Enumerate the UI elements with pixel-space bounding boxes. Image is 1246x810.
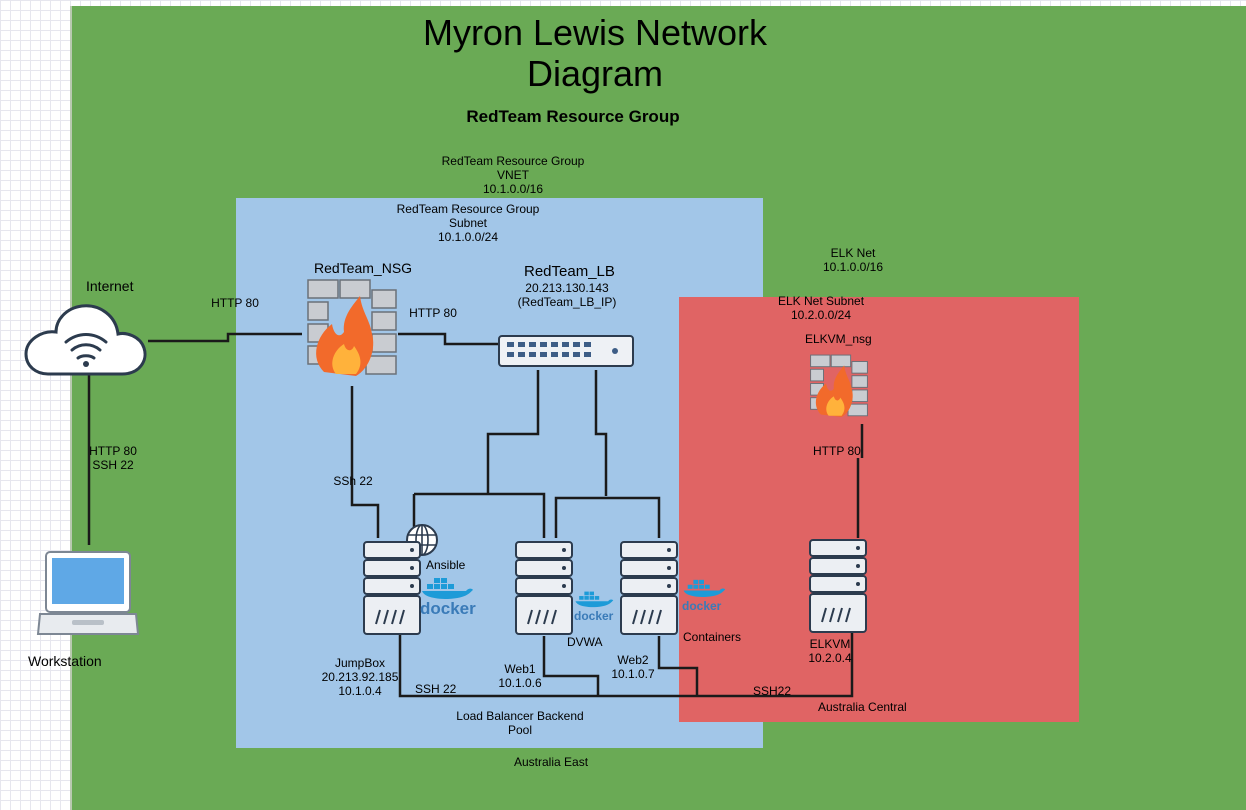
docker-wordmark: docker	[420, 599, 476, 618]
web-bus-right	[554, 496, 661, 538]
web2-ssh-link	[657, 636, 699, 696]
web1-server-icon	[515, 541, 573, 635]
web2-label: Web2 10.1.0.7	[611, 653, 655, 681]
backend-pool-label: Load Balancer Backend Pool	[456, 709, 584, 737]
jumpbox-server-icon	[363, 541, 421, 635]
resource-group-title: RedTeam Resource Group	[466, 107, 680, 126]
ansible-label: Ansible	[426, 558, 466, 572]
internet-nsg-link	[148, 332, 302, 343]
elk-net-region	[679, 297, 1079, 722]
elk-net-label: ELK Net 10.1.0.0/16	[822, 246, 884, 274]
lb-name: RedTeam_LB	[524, 263, 615, 280]
internet-nsg-protocol: HTTP 80	[211, 296, 259, 310]
vnet-label: RedTeam Resource Group VNET 10.1.0.0/16	[441, 154, 585, 196]
elknsg-elkvm-link	[856, 424, 864, 538]
web1-ssh-link	[542, 636, 600, 696]
page-title: Myron Lewis Network Diagram	[422, 12, 768, 94]
lb-right-drop	[594, 370, 608, 496]
load-balancer-switch-icon	[498, 335, 634, 367]
region-east-label: Australia East	[514, 755, 589, 769]
docker-whale-icon	[575, 591, 614, 608]
elk-subnet-label: ELK Net Subnet 10.2.0.0/24	[777, 294, 865, 322]
jumpbox-label: JumpBox 20.213.92.185 10.1.0.4	[321, 656, 399, 698]
docker-whale-icon	[422, 578, 473, 599]
docker-web2-logo: docker	[682, 578, 726, 612]
nsg-jumpbox-protocol: SSh 22	[333, 474, 373, 488]
elkvm-server-icon	[809, 539, 867, 633]
web-bus-left	[414, 492, 546, 538]
internet-cloud-icon	[24, 304, 147, 376]
region-central-label: Australia Central	[818, 700, 907, 714]
subnet-label: RedTeam Resource Group Subnet 10.1.0.0/2…	[396, 202, 540, 244]
docker-whale-icon	[683, 579, 726, 597]
elkvm-label: ELKVM 10.2.0.4	[808, 637, 852, 665]
docker-wordmark: docker	[682, 599, 722, 613]
web1-label: Web1 10.1.0.6	[498, 662, 542, 690]
elkvm-nsg-label: ELKVM_nsg	[805, 332, 872, 346]
ssh-bus-label: SSH 22	[415, 682, 457, 696]
ssh-bus	[398, 628, 854, 698]
workstation-label: Workstation	[28, 653, 102, 669]
nsg-lb-protocol: HTTP 80	[409, 306, 457, 320]
ssh-elk-label: SSH22	[753, 684, 792, 698]
lb-ip: 20.213.130.143 (RedTeam_LB_IP)	[517, 281, 617, 309]
web2-server-icon	[620, 541, 678, 635]
internet-workstation-protocol: HTTP 80 SSH 22	[89, 444, 137, 472]
docker-wordmark: docker	[574, 609, 614, 623]
lb-left-drop	[486, 370, 540, 494]
nsg-jumpbox-link	[350, 386, 380, 538]
nsg-label: RedTeam_NSG	[314, 260, 413, 276]
nsg-lb-link	[398, 332, 498, 346]
containers-label: Containers	[683, 630, 742, 644]
workstation-laptop-icon	[36, 551, 140, 635]
docker-web1-logo: docker	[574, 590, 614, 623]
elk-http-protocol: HTTP 80	[813, 444, 861, 458]
redteam-nsg-firewall-icon	[307, 279, 397, 376]
docker-ansible-logo: docker	[420, 576, 476, 618]
internet-label: Internet	[86, 278, 134, 294]
dvwa-label: DVWA	[567, 635, 603, 649]
elkvm-nsg-firewall-icon	[810, 354, 868, 418]
